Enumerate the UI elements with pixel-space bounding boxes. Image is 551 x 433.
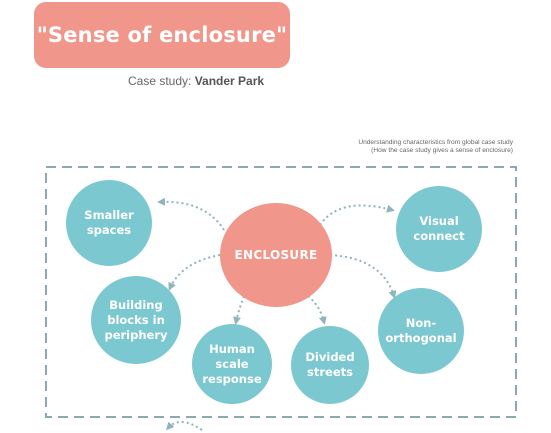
connector-building-blocks [168,254,221,291]
enclosure-node: ENCLOSURE [220,203,332,307]
human-scale-node: Human scale response [192,324,272,404]
smaller-spaces-node: Smaller spaces [66,180,152,266]
page-title: "Sense of enclosure" [34,2,290,68]
connector-divided-streets [307,295,327,325]
diagram-note: Understanding characteristics from globa… [358,139,513,155]
enclosure-frame [45,166,517,418]
case-study-name: Vander Park [194,74,265,88]
case-study-subtitle: Case study: Vander Park [128,74,264,88]
non-orthogonal-node: Non- orthogonal [378,288,464,374]
visual-connect-node: Visual connect [396,186,482,272]
subtitle-prefix: Case study: [128,74,195,88]
divided-streets-node: Divided streets [291,326,369,404]
note-line-1: Understanding characteristics from globa… [358,139,513,146]
connector-bottom-partial [165,421,203,431]
building-blocks-node: Building blocks in periphery [91,276,181,364]
connector-non-orthogonal [329,254,397,299]
connector-visual-connect [319,204,395,226]
note-line-2: (How the case study gives a sense of enc… [371,147,513,154]
connector-smaller-spaces [157,197,225,231]
connector-human-scale [233,295,245,325]
